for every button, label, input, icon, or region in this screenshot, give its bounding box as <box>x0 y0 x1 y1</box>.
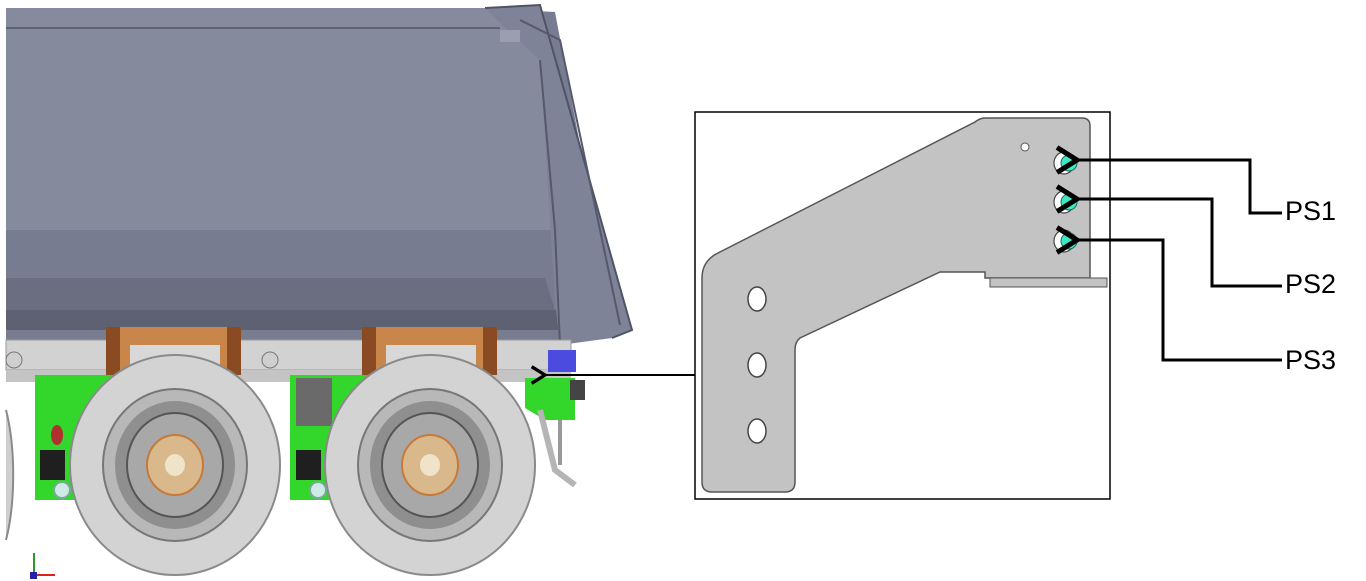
position-sensor <box>548 350 576 372</box>
callout-label-ps1: PS1 <box>1285 196 1337 226</box>
axis-triad-icon <box>30 553 55 579</box>
leader-line-ps2 <box>1055 184 1282 288</box>
tailgate <box>485 5 632 345</box>
leader-line-ps1 <box>1055 145 1282 215</box>
sensor-bracket-plate <box>701 117 1108 493</box>
dump-body-lower-band <box>6 278 555 310</box>
trailer-illustration <box>5 3 634 576</box>
wheel-2 <box>324 354 536 576</box>
callout-label-ps3: PS3 <box>1285 345 1337 375</box>
leader-line-ps3 <box>1055 225 1282 362</box>
dump-body-top-panel <box>6 8 555 230</box>
dump-body-bottom-rail <box>6 310 560 330</box>
callout-label-ps2: PS2 <box>1285 269 1337 299</box>
green-bracket-rear <box>525 378 575 420</box>
wheel-1 <box>69 354 281 576</box>
